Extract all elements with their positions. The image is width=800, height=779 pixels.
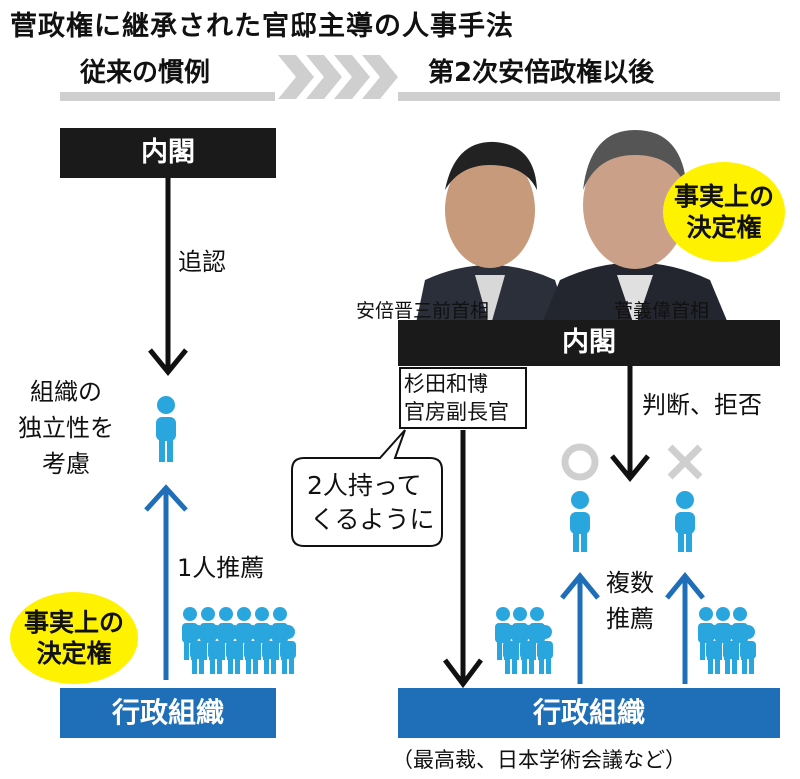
sugita-box (399, 367, 527, 429)
right-recommend-label-2: 推薦 (606, 605, 654, 633)
right-cabinet-bar: 内閣 (398, 320, 780, 366)
suga-photo (535, 105, 730, 328)
sugita-title: 官房副長官 (404, 400, 509, 424)
right-recommend-arrow-2 (665, 572, 705, 684)
right-decision-badge: 事実上の決定権 (663, 162, 785, 262)
right-recommend-arrow-1 (560, 572, 600, 684)
consider-label-1: 組織の (30, 378, 102, 406)
sugita-label: 杉田和博 官房副長官 (404, 370, 509, 426)
left-heading-underline (60, 92, 275, 101)
chevrons-arrow (278, 55, 398, 99)
sugita-arrow (443, 430, 483, 689)
left-recommend-arrow (144, 484, 188, 680)
left-cabinet-bar: 内閣 (60, 128, 276, 178)
approve-label: 追認 (178, 248, 226, 276)
speech-bubble-line2: くるように (310, 505, 435, 534)
page-title: 菅政権に継承された官邸主導の人事手法 (10, 11, 514, 42)
right-org-bar: 行政組織 (398, 688, 780, 738)
right-heading: 第2次安倍政権以後 (428, 58, 655, 88)
right-people-group-2-icon (698, 607, 756, 674)
abe-caption: 安倍晋三前首相 (356, 300, 490, 322)
right-recommend-label-1: 複数 (606, 569, 654, 597)
left-heading: 従来の慣例 (80, 58, 211, 88)
right-heading-underline (398, 92, 780, 101)
suga-caption: 菅義偉首相 (614, 300, 710, 322)
left-recommend-label: 1人推薦 (177, 554, 265, 582)
sugita-name: 杉田和博 (404, 372, 488, 396)
left-decision-badge-line1: 事実上の (23, 607, 124, 637)
accept-mark-icon (561, 443, 599, 481)
judge-arrow (610, 364, 650, 482)
left-approve-arrow (148, 178, 188, 376)
left-org-bar: 行政組織 (60, 688, 276, 738)
speech-bubble (291, 429, 443, 547)
left-person-icon (156, 396, 176, 462)
right-person-reject-icon (675, 491, 695, 552)
org-note: （最高裁、日本学術会議など） (392, 748, 686, 772)
left-decision-badge: 事実上の決定権 (10, 592, 138, 684)
abe-photo (405, 110, 575, 328)
right-people-group-1-icon (495, 607, 553, 674)
right-decision-badge-line1: 事実上の (673, 181, 774, 211)
judge-label: 判断、拒否 (642, 391, 762, 419)
right-person-accept-icon (570, 491, 590, 552)
consider-label-2: 独立性を (18, 414, 114, 442)
reject-mark-icon (667, 444, 703, 480)
speech-bubble-line1: 2人持って (307, 471, 422, 500)
right-decision-badge-line2: 決定権 (686, 213, 762, 242)
consider-label-3: 考慮 (42, 450, 90, 478)
left-decision-badge-line2: 決定権 (36, 639, 112, 668)
left-people-group-icon (182, 607, 296, 674)
